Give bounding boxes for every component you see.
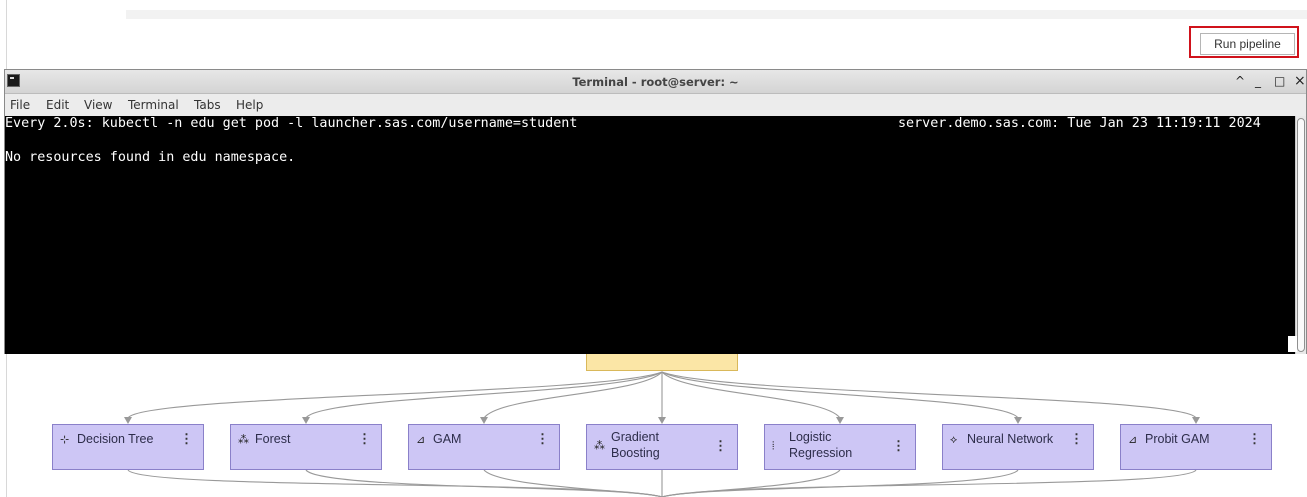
node-probit-gam[interactable]: ⊿ Probit GAM ⋮ [1120,424,1272,470]
node-label: Forest [255,432,291,446]
edge-decision-tree [127,371,663,419]
logistic-regression-icon: ⦙ [772,440,775,452]
terminal-watch-command: Every 2.0s: kubectl -n edu get pod -l la… [5,116,578,131]
node-menu-icon[interactable]: ⋮ [1070,431,1083,446]
gam-icon: ⊿ [416,434,426,446]
neural-network-icon: ⟡ [950,434,958,446]
terminal-watch-status: server.demo.sas.com: Tue Jan 23 11:19:11… [898,116,1261,131]
node-gam[interactable]: ⊿ GAM ⋮ [408,424,560,470]
node-menu-icon[interactable]: ⋮ [180,431,193,446]
node-neural-network[interactable]: ⟡ Neural Network ⋮ [942,424,1094,470]
menu-tabs[interactable]: Tabs [194,98,221,112]
edge-down-6 [661,469,1019,497]
parent-pipeline-node[interactable] [586,354,738,371]
node-label: Decision Tree [77,432,154,446]
terminal-titlebar[interactable]: Terminal - root@server: ~ ^ _ □ × [5,70,1306,94]
arrow-4 [658,417,666,424]
edge-down-3 [483,469,663,497]
terminal-app-icon [7,74,20,87]
menu-edit[interactable]: Edit [46,98,70,112]
edge-gam [483,371,663,419]
close-icon[interactable]: × [1294,73,1306,89]
arrow-1 [124,417,132,424]
menu-terminal[interactable]: Terminal [128,98,179,112]
node-logistic-regression[interactable]: ⦙ Logistic Regression ⋮ [764,424,916,470]
edge-down-2 [305,469,663,497]
node-label: Gradient Boosting [611,430,660,460]
menu-file[interactable]: File [10,98,31,112]
app-top-toolbar [126,10,1307,19]
edge-neural-network [661,371,1019,419]
node-gradient-boosting[interactable]: ⁂ Gradient Boosting ⋮ [586,424,738,470]
node-forest[interactable]: ⁂ Forest ⋮ [230,424,382,470]
terminal-scrollbar[interactable] [1295,116,1306,354]
terminal-screen[interactable]: Every 2.0s: kubectl -n edu get pod -l la… [5,116,1296,354]
node-menu-icon[interactable]: ⋮ [358,431,371,446]
arrow-7 [1192,417,1200,424]
gradient-boosting-icon: ⁂ [594,440,605,452]
maximize-icon[interactable]: □ [1274,74,1286,88]
node-label: GAM [433,432,462,446]
node-label: Neural Network [967,432,1054,446]
arrow-3 [480,417,488,424]
menu-help[interactable]: Help [236,98,264,112]
edge-probit-gam [661,371,1197,419]
node-menu-icon[interactable]: ⋮ [892,438,905,453]
terminal-scrollbar-thumb[interactable] [1297,118,1305,352]
node-decision-tree[interactable]: ⊹ Decision Tree ⋮ [52,424,204,470]
terminal-cursor [1288,336,1297,352]
terminal-window[interactable]: Terminal - root@server: ~ ^ _ □ × File E… [4,69,1307,354]
arrow-2 [302,417,310,424]
menu-view[interactable]: View [84,98,113,112]
run-pipeline-button[interactable]: Run pipeline [1200,33,1295,55]
node-label: Logistic Regression [789,430,853,460]
run-pipeline-highlight [1189,26,1299,58]
arrow-6 [1014,417,1022,424]
arrow-5 [836,417,844,424]
edge-down-7 [661,469,1197,497]
node-label: Probit GAM [1145,432,1210,446]
forest-icon: ⁂ [238,434,249,446]
minimize-icon[interactable]: _ [1255,74,1261,88]
node-menu-icon[interactable]: ⋮ [536,431,549,446]
node-menu-icon[interactable]: ⋮ [714,438,727,453]
terminal-title: Terminal - root@server: ~ [572,75,739,89]
terminal-menubar: File Edit View Terminal Tabs Help [5,94,1306,116]
terminal-output: No resources found in edu namespace. [5,150,296,165]
node-menu-icon[interactable]: ⋮ [1248,431,1261,446]
probit-gam-icon: ⊿ [1128,434,1138,446]
decision-tree-icon: ⊹ [60,434,70,446]
shade-up-icon[interactable]: ^ [1235,74,1246,88]
edge-forest [305,371,663,419]
edge-logistic-regression [661,371,841,419]
